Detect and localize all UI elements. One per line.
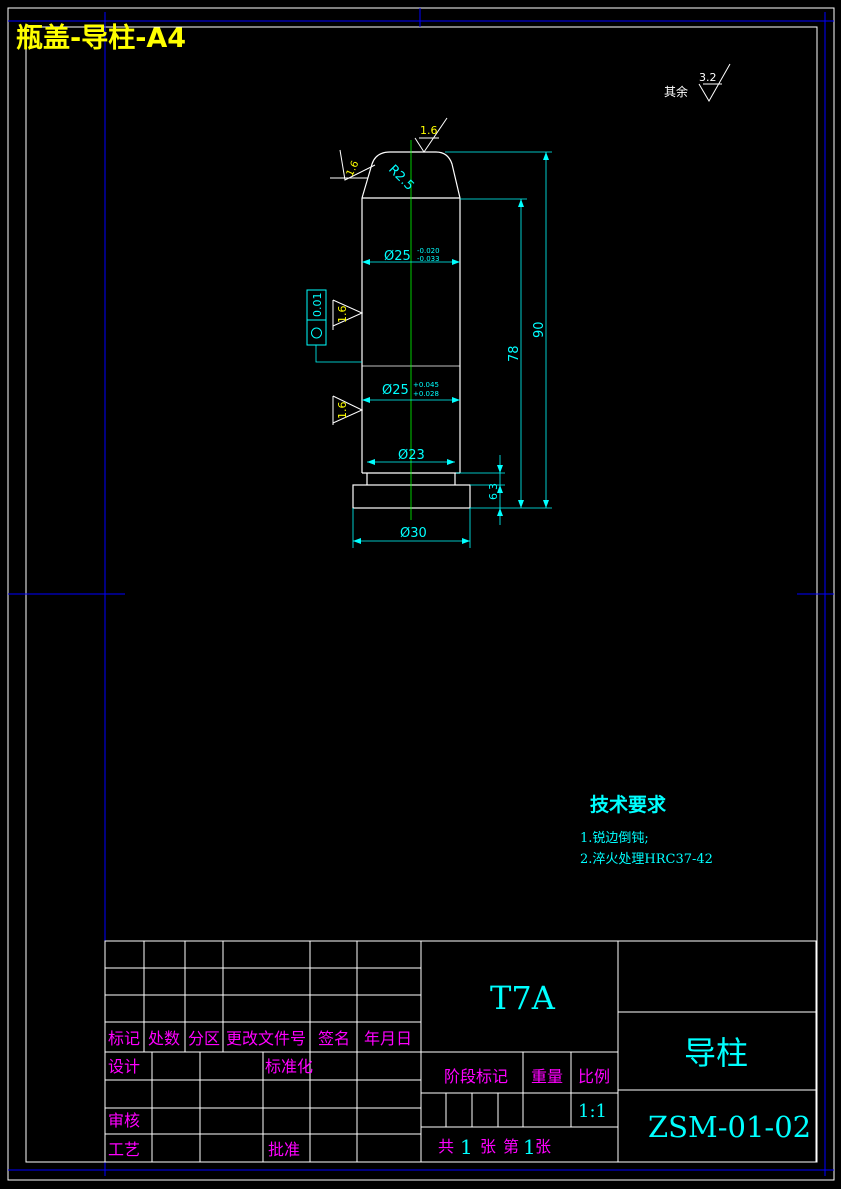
- label-process: 工艺: [108, 1140, 140, 1159]
- material: T7A: [490, 979, 556, 1017]
- header-signature: 签名: [318, 1029, 350, 1048]
- tech-requirement-item-2: 2.淬火处理HRC37-42: [580, 852, 713, 867]
- dim-dia-neck: Ø23: [398, 448, 425, 463]
- dimension-lines: [315, 151, 552, 548]
- dim-dia-lower-tol-lower: +0.028: [413, 390, 439, 398]
- label-scale: 比例: [578, 1067, 610, 1086]
- blue-frame: [8, 8, 834, 1176]
- dim-length-90: 90: [532, 321, 547, 338]
- finish-symbol-left-bottom: [332, 395, 364, 425]
- sheet-no-unit: 张: [535, 1137, 551, 1156]
- scale-value: 1:1: [578, 1101, 607, 1122]
- header-date: 年月日: [364, 1029, 412, 1048]
- general-finish-value: 3.2: [699, 71, 717, 84]
- finish-symbol-left-top: [330, 149, 376, 181]
- tolerance-frame: [306, 289, 327, 346]
- sheets-unit: 张: [480, 1137, 496, 1156]
- finish-value-left-top: 1.6: [345, 159, 362, 178]
- label-standardize: 标准化: [265, 1057, 313, 1076]
- cylindricity-icon: [311, 327, 322, 339]
- dim-length-78: 78: [507, 345, 522, 362]
- sheet-no-prefix: 第: [503, 1137, 519, 1156]
- dim-length-3: 3: [487, 483, 500, 490]
- dim-radius: R2.5: [385, 162, 417, 194]
- sheets-total: 1: [460, 1135, 473, 1159]
- header-mark: 标记: [108, 1029, 140, 1048]
- finish-value-left-bottom: 1.6: [336, 402, 349, 420]
- dim-dia-upper-tol-upper: -0.020: [417, 247, 440, 255]
- part-name: 导柱: [684, 1034, 748, 1072]
- drawing-title: 瓶盖-导柱-A4: [16, 23, 186, 54]
- finish-value-top: 1.6: [420, 124, 438, 137]
- dim-dia-base: Ø30: [400, 526, 427, 541]
- label-stage-mark: 阶段标记: [444, 1067, 508, 1086]
- general-finish-label: 其余: [664, 84, 688, 99]
- general-finish-symbol: [698, 63, 731, 102]
- tech-requirement-item-1: 1.锐边倒钝;: [580, 831, 649, 846]
- sheet-no: 1: [523, 1135, 536, 1159]
- drawing-number: ZSM-01-02: [648, 1110, 811, 1144]
- dim-dia-lower: Ø25: [382, 383, 409, 398]
- sheets-total-prefix: 共: [438, 1137, 454, 1156]
- dim-length-6: 6: [487, 493, 500, 500]
- dim-dia-upper-tol-lower: -0.033: [417, 255, 440, 263]
- dimension-arrows: [353, 152, 549, 544]
- finish-symbol-top: [414, 117, 448, 153]
- dim-dia-lower-tol-upper: +0.045: [413, 381, 439, 389]
- header-zone: 分区: [188, 1029, 220, 1048]
- label-approve: 批准: [268, 1140, 300, 1159]
- finish-value-left-mid: 1.6: [336, 306, 349, 324]
- tolerance-value: 0.01: [311, 293, 324, 318]
- dim-dia-upper: Ø25: [384, 249, 411, 264]
- tech-requirements-title: 技术要求: [590, 793, 667, 816]
- title-block-grid: [104, 940, 817, 1163]
- label-design: 设计: [108, 1057, 140, 1076]
- finish-symbol-left-mid: [332, 299, 364, 330]
- label-review: 审核: [108, 1111, 140, 1130]
- header-change-doc: 更改文件号: [226, 1029, 306, 1048]
- header-count: 处数: [148, 1029, 180, 1048]
- label-weight: 重量: [531, 1067, 563, 1086]
